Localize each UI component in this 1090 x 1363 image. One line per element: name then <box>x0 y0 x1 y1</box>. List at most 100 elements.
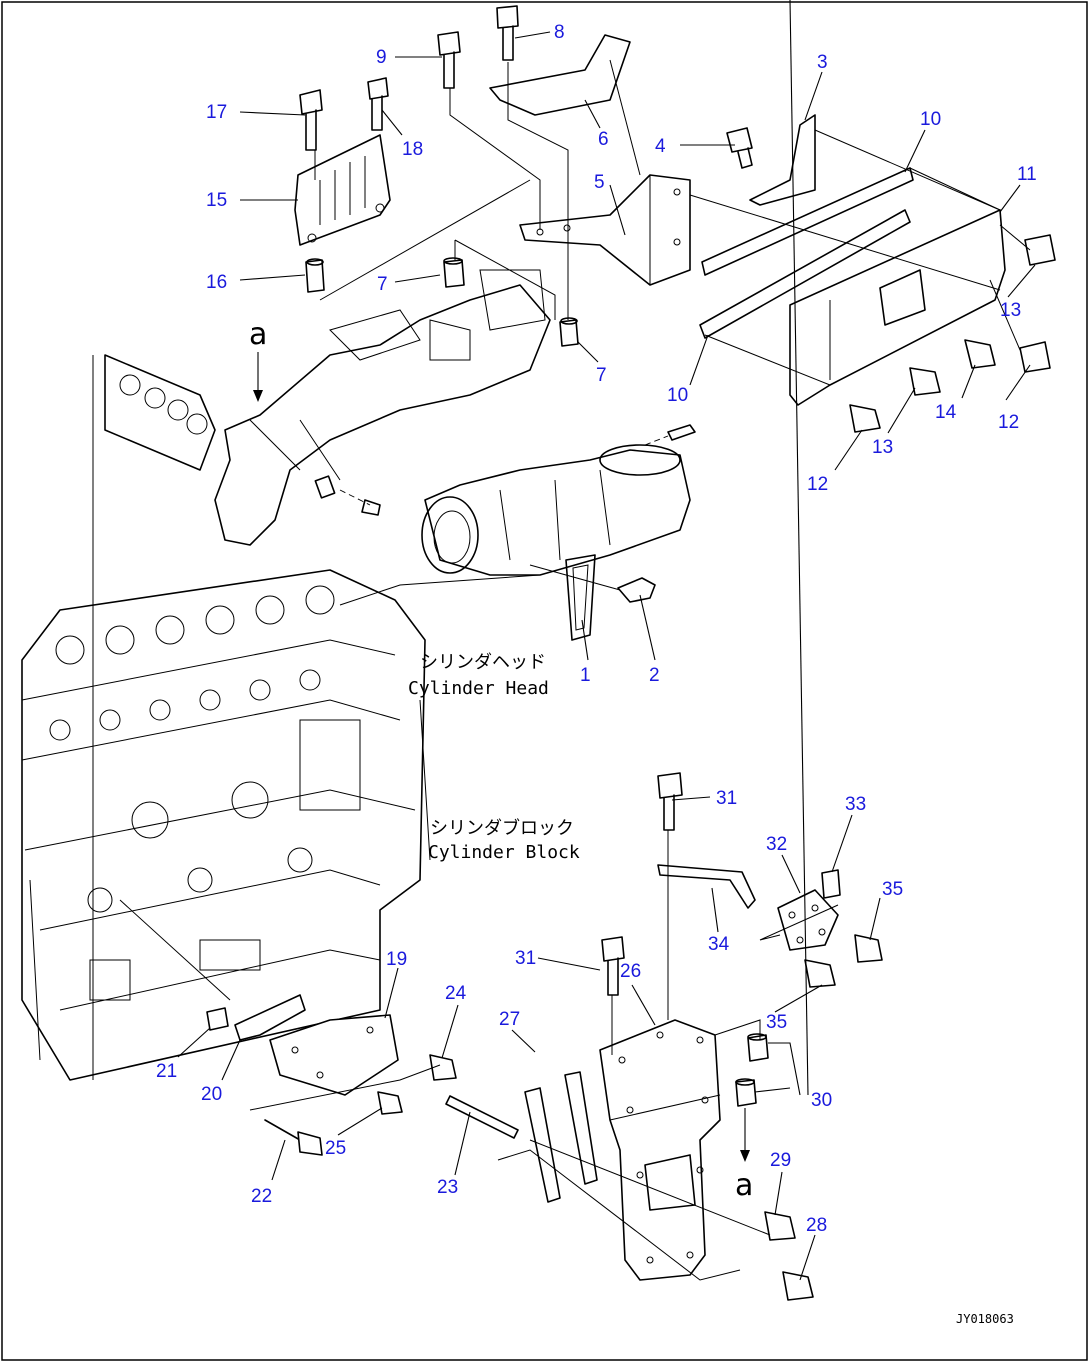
callout-32: 32 <box>766 834 787 855</box>
callout-21: 21 <box>156 1061 177 1082</box>
part-16-spacer <box>305 258 325 293</box>
part-30-spacer-lower <box>735 1078 757 1107</box>
callout-26: 26 <box>620 961 641 982</box>
part-21-spacer <box>206 1007 229 1031</box>
exhaust-gasket <box>104 354 216 471</box>
callout-10-lower: 10 <box>667 385 688 406</box>
callout-14: 14 <box>935 402 957 423</box>
part-13-bolt-left <box>909 367 941 396</box>
callout-28: 28 <box>806 1215 827 1236</box>
view-arrow-bottom <box>740 1108 750 1162</box>
callout-18: 18 <box>402 139 423 160</box>
part-33-shim <box>821 869 841 899</box>
callout-9: 9 <box>376 47 387 68</box>
callout-15: 15 <box>206 190 227 211</box>
part-14-bolt <box>964 339 996 369</box>
part-34-bracket <box>657 864 756 909</box>
callout-24: 24 <box>445 983 467 1004</box>
part-35-bolt-upper <box>854 934 883 963</box>
part-4-bolt <box>726 127 753 169</box>
part-13-bolt-right <box>1024 234 1056 266</box>
part-31-bolt-lower <box>601 936 625 996</box>
part-29-bolt <box>764 1211 796 1241</box>
callout-11: 11 <box>1017 164 1037 185</box>
exhaust-manifold <box>214 269 551 546</box>
callout-35-lower: 35 <box>766 1012 787 1033</box>
turbo-outlet-elbow <box>421 424 696 576</box>
part-23-stud <box>445 1095 519 1139</box>
part-30-spacer-upper <box>747 1033 769 1062</box>
callout-31-upper: 31 <box>716 788 737 809</box>
view-label-top: a <box>249 317 267 352</box>
callout-30: 30 <box>811 1090 832 1111</box>
part-31-bolt-upper <box>657 772 683 831</box>
part-12-bolt-right <box>1019 341 1051 373</box>
callout-12-right: 12 <box>998 412 1019 433</box>
engine-cylinder-block <box>21 569 431 1081</box>
assembly-lines-upper <box>92 59 1031 1080</box>
callout-19: 19 <box>386 949 407 970</box>
cylinder-block-label-jp: シリンダブロック <box>430 817 574 839</box>
callout-13-right: 13 <box>1000 300 1021 321</box>
callout-16: 16 <box>206 272 227 293</box>
callout-1: 1 <box>580 665 591 686</box>
part-11-cover-plate <box>789 209 1006 406</box>
view-label-bottom: a <box>735 1168 753 1203</box>
callout-4: 4 <box>655 136 666 157</box>
callout-7-upper: 7 <box>377 274 388 295</box>
part-12-bolt-left <box>849 404 881 433</box>
callout-29: 29 <box>770 1150 791 1171</box>
part-32-plate <box>777 889 839 951</box>
callout-7-lower: 7 <box>596 365 607 386</box>
part-26-main-bracket <box>599 1019 721 1281</box>
part-1-gasket <box>565 554 596 641</box>
part-9-bolt <box>437 31 461 89</box>
callout-6: 6 <box>598 129 609 150</box>
cylinder-head-label-jp: シリンダヘッド <box>420 652 546 673</box>
part-8-bolt <box>496 5 519 61</box>
view-arrow-top <box>253 352 263 402</box>
part-18-bolt <box>367 77 389 131</box>
part-10-plate-upper <box>701 167 914 276</box>
cylinder-block-label-en: Cylinder Block <box>428 842 580 863</box>
callout-22: 22 <box>251 1186 272 1207</box>
callout-13-left: 13 <box>872 437 893 458</box>
callout-3: 3 <box>817 52 828 73</box>
callout-10-upper: 10 <box>920 109 941 130</box>
part-6-bracket <box>489 34 631 116</box>
part-7-spacer-lower <box>559 317 579 347</box>
part-22-bolt <box>264 1119 323 1156</box>
callout-12-left: 12 <box>807 474 828 495</box>
document-id: JY018063 <box>956 1312 1014 1326</box>
cylinder-head-label-en: Cylinder Head <box>408 678 549 699</box>
callout-17: 17 <box>206 102 227 123</box>
part-27-plate-right <box>564 1071 598 1185</box>
leader-lines <box>177 0 1036 1281</box>
callout-27: 27 <box>499 1009 520 1030</box>
part-19-bracket <box>269 1014 399 1096</box>
part-28-bolt <box>782 1271 814 1301</box>
callout-8: 8 <box>554 22 565 43</box>
part-25-bolt <box>377 1091 403 1115</box>
callout-numbers: 1 2 3 4 5 6 7 7 8 9 10 10 11 12 12 13 13… <box>156 22 1037 1236</box>
part-15-heat-shield <box>294 134 391 246</box>
part-24-bolt <box>429 1054 457 1081</box>
callout-2: 2 <box>649 665 660 686</box>
part-20-bracket <box>234 994 306 1041</box>
part-35-bolt-lower <box>804 959 836 988</box>
callout-25: 25 <box>325 1138 346 1159</box>
assembly-lines-lower <box>119 830 839 1281</box>
callout-20: 20 <box>201 1084 222 1105</box>
part-5-bracket <box>519 174 691 286</box>
part-17-bolt <box>299 89 323 151</box>
part-2-bolt <box>529 564 656 603</box>
part-3-bracket <box>749 114 816 206</box>
callout-23: 23 <box>437 1177 458 1198</box>
part-10-plate-lower <box>699 209 911 339</box>
callout-33: 33 <box>845 794 866 815</box>
callout-35-upper: 35 <box>882 879 903 900</box>
callout-34: 34 <box>708 934 730 955</box>
callout-31-lower: 31 <box>515 948 536 969</box>
